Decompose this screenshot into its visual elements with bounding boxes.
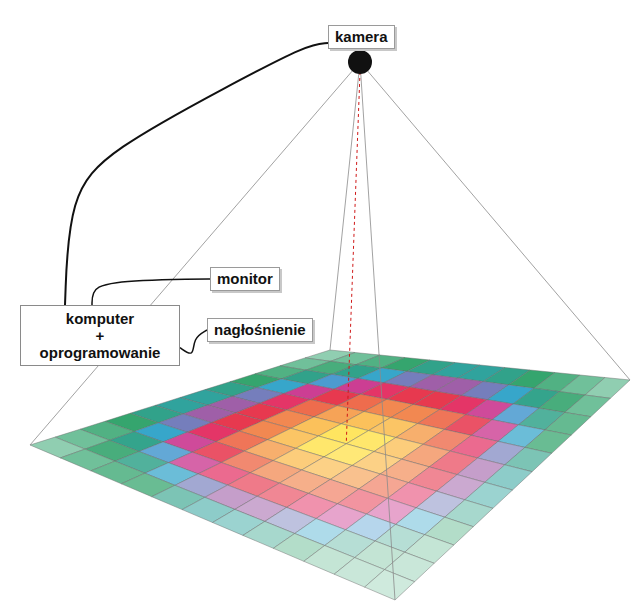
view-line bbox=[360, 62, 630, 380]
label-box: kamera bbox=[328, 25, 395, 49]
floor-cell bbox=[365, 570, 415, 600]
view-line bbox=[360, 62, 395, 600]
cable bbox=[180, 330, 207, 353]
cable bbox=[92, 279, 210, 305]
label-box: monitor bbox=[210, 267, 280, 291]
computer-label: komputer + oprogramowanie bbox=[27, 310, 173, 361]
part-label: nagłośnienie bbox=[214, 321, 306, 339]
part-label: monitor bbox=[217, 270, 273, 288]
floor-cell bbox=[585, 378, 630, 399]
floor-grid bbox=[30, 350, 630, 600]
camera-symbol bbox=[348, 50, 372, 74]
computer-box: komputer + oprogramowanie bbox=[20, 305, 180, 366]
label-box: nagłośnienie bbox=[207, 318, 313, 342]
view-line bbox=[30, 62, 360, 445]
part-label: kamera bbox=[335, 28, 388, 46]
cable bbox=[65, 43, 328, 305]
camera-axis bbox=[346, 72, 360, 444]
